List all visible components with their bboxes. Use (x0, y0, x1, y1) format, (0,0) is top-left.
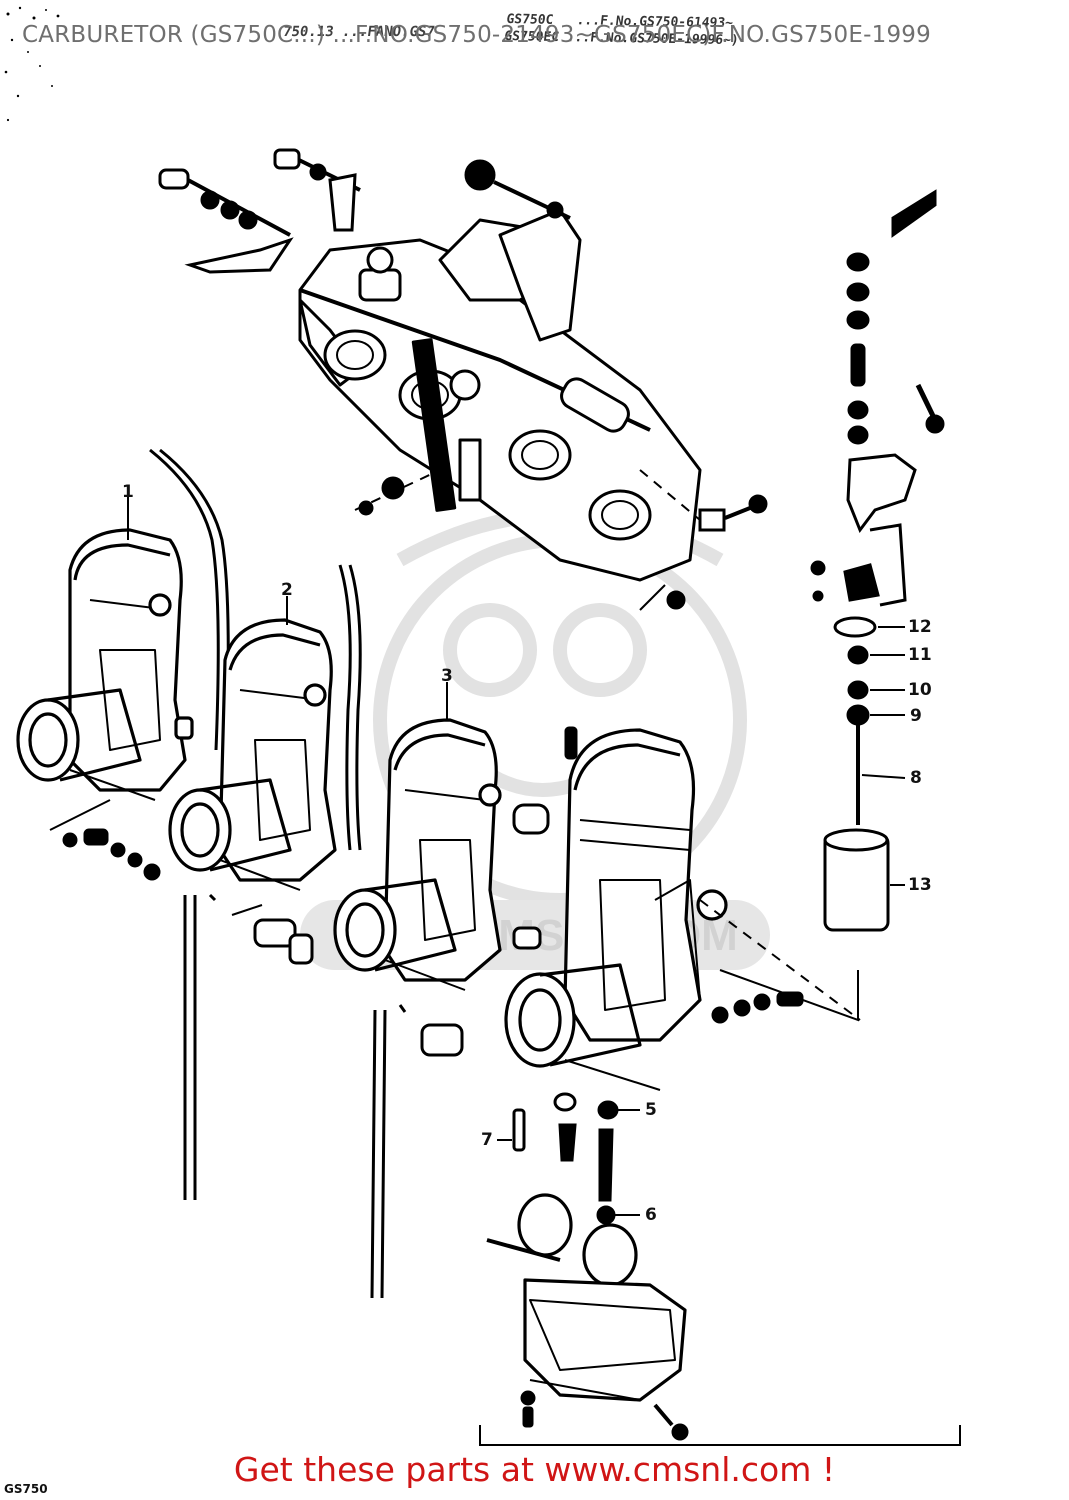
carb-3-side-parts (420, 803, 550, 1057)
carburetor-2 (168, 618, 337, 891)
callout-11: 11 (908, 645, 932, 665)
float-left (517, 1193, 573, 1257)
linkage-plate-assembly (298, 208, 702, 582)
top-screws-group (158, 148, 571, 274)
float-bowl-assembly (486, 1193, 687, 1402)
carburetor-1 (16, 528, 194, 801)
callout-1: 1 (122, 482, 134, 502)
carburetor-3 (333, 718, 502, 991)
callout-6: 6 (645, 1205, 657, 1225)
float-right (582, 1223, 638, 1287)
callout-12: 12 (908, 617, 932, 637)
callout-10: 10 (908, 680, 932, 700)
right-parts-stack (719, 189, 945, 1022)
callout-9: 9 (910, 706, 922, 726)
callout-5: 5 (645, 1100, 657, 1120)
manifold-fasteners (358, 476, 768, 611)
callout-2: 2 (281, 580, 293, 600)
bracket-line (479, 1425, 961, 1446)
callout-7: 7 (481, 1130, 493, 1150)
carb-4-parts (564, 726, 804, 1024)
callout-3: 3 (441, 666, 453, 686)
page-title: CARBURETOR (GS750C...) ...F.NO.GS750-214… (22, 22, 931, 48)
bowl-screws (520, 1390, 689, 1441)
carb-2-fitting (231, 904, 314, 965)
carburetor-4 (504, 728, 728, 1091)
model-tag: GS750 (4, 1482, 48, 1496)
callout-leaders-right (861, 626, 906, 886)
callout-8: 8 (910, 768, 922, 788)
callout-leaders-left (127, 495, 448, 720)
guide-lines (354, 469, 861, 1021)
callout-13: 13 (908, 875, 932, 895)
scan-speckles (4, 6, 60, 122)
jets-and-needle (497, 1092, 640, 1225)
cmsnl-parts-link[interactable]: Get these parts at www.cmsnl.com ! (233, 1450, 836, 1489)
carb-1-screw-set (49, 799, 161, 881)
